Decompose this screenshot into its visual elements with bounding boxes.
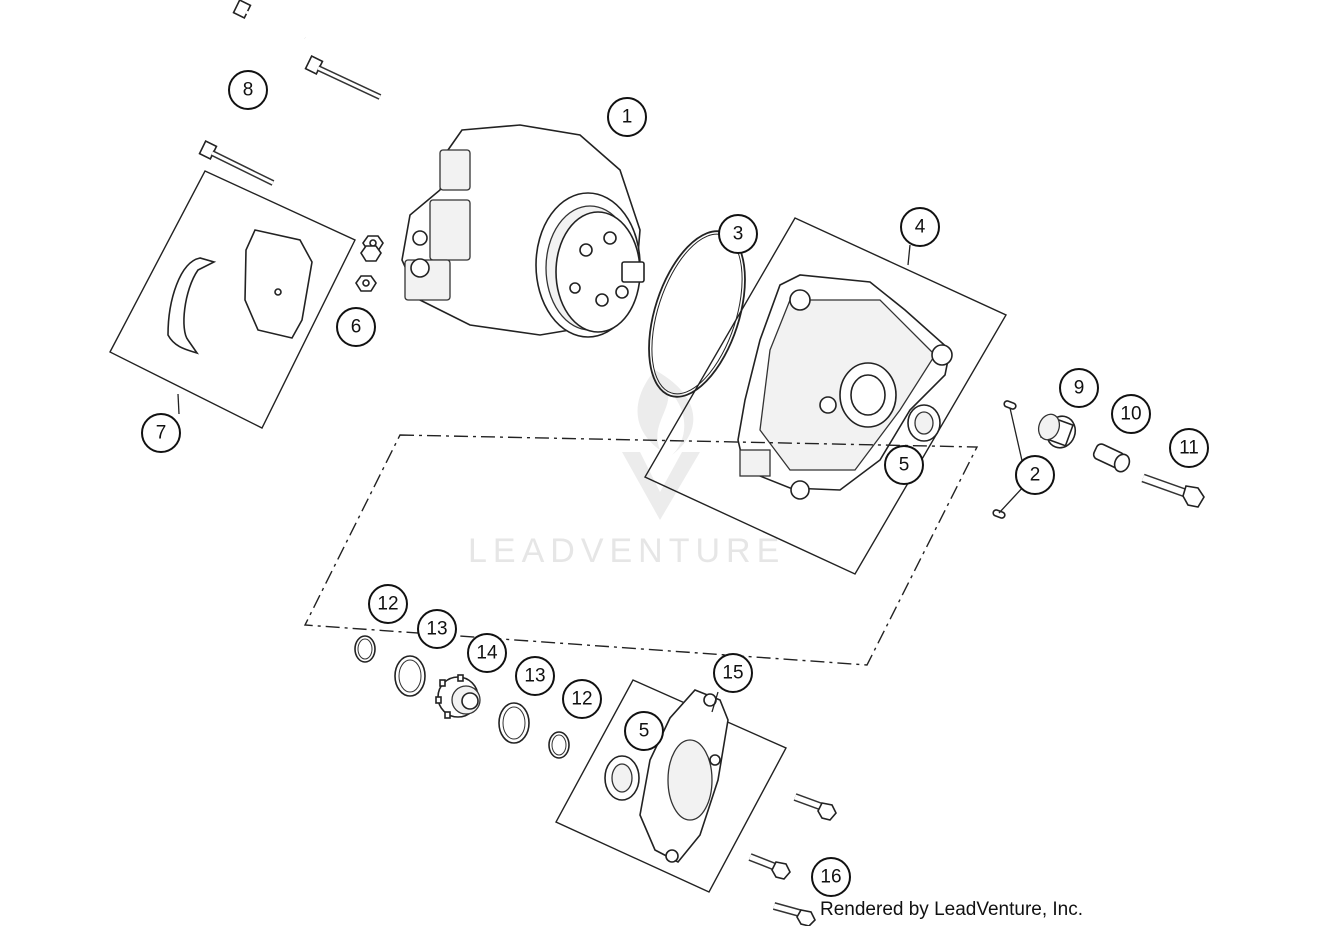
svg-text:12: 12 — [377, 594, 398, 615]
callout-2: 2 — [1015, 455, 1055, 495]
part-bracket-strap — [167, 257, 217, 355]
callout-7: 7 — [141, 413, 181, 453]
part-13-washer-left — [394, 655, 426, 697]
callout-9: 9 — [1059, 368, 1099, 408]
credit-text: Rendered by LeadVenture, Inc. — [820, 899, 1083, 920]
part-10-sleeve — [1092, 443, 1131, 473]
callout-5-lower: 5 — [624, 711, 664, 751]
svg-text:6: 6 — [351, 317, 362, 338]
svg-text:4: 4 — [915, 217, 926, 238]
part-cover-hole — [274, 288, 282, 296]
callout-15: 15 — [713, 653, 753, 693]
svg-text:5: 5 — [639, 721, 650, 742]
bolt-group-16 — [748, 793, 837, 926]
bolt-group-8 — [198, 0, 382, 186]
part-cover-plate — [244, 229, 313, 339]
callout-3: 3 — [718, 214, 758, 254]
watermark: LEADVENTURE — [468, 370, 785, 570]
part-4-gear-housing — [737, 274, 953, 500]
callout-5-upper: 5 — [884, 445, 924, 485]
svg-text:2: 2 — [1030, 465, 1041, 486]
svg-text:11: 11 — [1179, 438, 1199, 459]
svg-text:12: 12 — [571, 689, 592, 710]
svg-text:14: 14 — [476, 643, 498, 664]
part-2-dowel-pins — [992, 400, 1017, 519]
dashed-group-frame — [303, 434, 979, 666]
callout-16: 16 — [811, 857, 851, 897]
svg-text:16: 16 — [820, 867, 841, 888]
callout-6: 6 — [336, 307, 376, 347]
callout-11: 11 — [1169, 428, 1209, 468]
svg-text:13: 13 — [524, 666, 545, 687]
leader-2 — [998, 407, 1026, 514]
frame-4 — [644, 217, 1007, 575]
part-15-cover — [639, 689, 729, 864]
frame-7 — [109, 170, 356, 429]
svg-text:1: 1 — [622, 107, 633, 128]
part-9-bearing — [1037, 413, 1077, 449]
part-1-motor — [401, 124, 645, 338]
part-13-washer-right — [498, 702, 530, 744]
callout-4: 4 — [900, 207, 940, 247]
callout-8: 8 — [228, 70, 268, 110]
watermark-text: LEADVENTURE — [468, 532, 785, 570]
svg-text:13: 13 — [426, 619, 447, 640]
svg-text:8: 8 — [243, 80, 254, 101]
callout-13-left: 13 — [417, 609, 457, 649]
leader-lines — [177, 244, 911, 713]
callout-12-right: 12 — [562, 679, 602, 719]
svg-text:3: 3 — [733, 224, 744, 245]
part-11-bolt — [1141, 473, 1205, 508]
frame-15 — [555, 679, 787, 893]
callout-14: 14 — [467, 633, 507, 673]
svg-text:7: 7 — [156, 423, 167, 444]
svg-text:15: 15 — [722, 663, 743, 684]
svg-text:5: 5 — [899, 455, 910, 476]
part-5-seal-lower — [604, 755, 640, 801]
callout-12-left: 12 — [368, 584, 408, 624]
svg-text:9: 9 — [1074, 378, 1085, 399]
callout-1: 1 — [607, 97, 647, 137]
callout-10: 10 — [1111, 394, 1151, 434]
svg-text:10: 10 — [1120, 404, 1141, 425]
callout-13-right: 13 — [515, 656, 555, 696]
part-14-sprocket — [435, 674, 481, 719]
nut-group-6 — [355, 235, 384, 292]
